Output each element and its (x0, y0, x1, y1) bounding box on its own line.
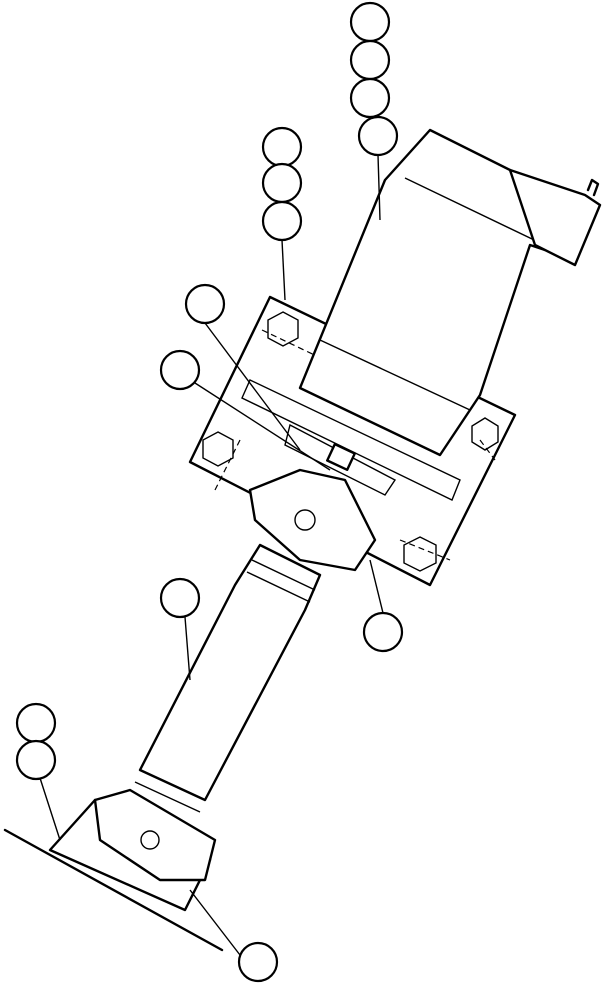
upper-yoke (248, 468, 377, 572)
callout-balloon (261, 126, 303, 168)
hex-bolt-bottom (403, 536, 437, 572)
coupling-nut (326, 442, 356, 472)
callout-balloon (15, 702, 57, 744)
callout-balloons (15, 1, 404, 983)
callout-balloon (159, 349, 201, 391)
hex-bolt-right (471, 417, 499, 451)
base-surface (3, 828, 224, 952)
terminal-stud (586, 178, 600, 197)
lower-yoke (93, 788, 217, 882)
motor-band (319, 177, 556, 411)
plate-dashed-outline (214, 329, 496, 561)
coupling-bracket (284, 423, 397, 496)
motor-terminal-box (508, 168, 602, 267)
callout-balloon (261, 200, 303, 242)
callout-balloon (357, 115, 399, 157)
callout-balloon (15, 739, 57, 781)
callout-balloon (349, 1, 391, 43)
callout-balloon (349, 77, 391, 119)
callout-balloon (159, 577, 201, 619)
hex-bolt-top (267, 311, 299, 347)
callout-balloon (184, 283, 226, 325)
yoke-pin (294, 509, 316, 531)
callout-balloon (237, 941, 279, 983)
lower-yoke-pin (140, 830, 160, 850)
shaft-ring-lower (134, 769, 206, 813)
hex-bolt-left (202, 431, 234, 467)
plate-slot (241, 379, 461, 501)
leader-lines (39, 154, 384, 956)
callout-balloon (362, 611, 404, 653)
callout-balloon (261, 162, 303, 204)
callout-balloon (349, 39, 391, 81)
shaft-ring-upper (246, 559, 316, 603)
